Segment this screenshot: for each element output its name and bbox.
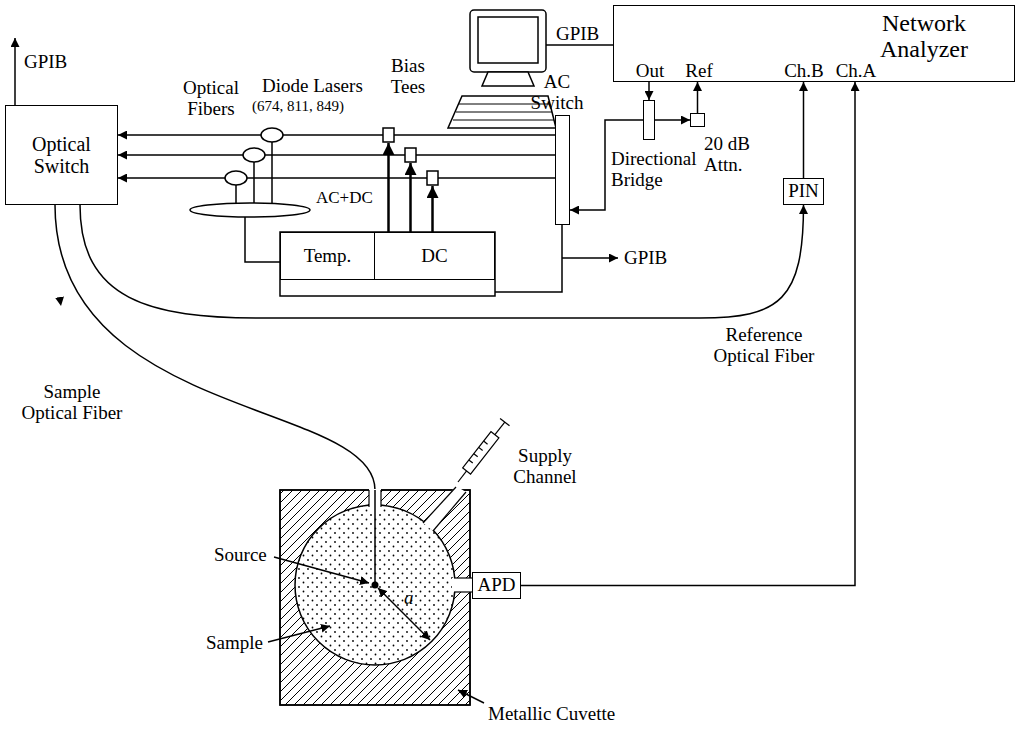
signal-line — [697, 82, 699, 113]
controller-housing — [280, 232, 495, 296]
annotation-label: GPIB — [624, 248, 667, 269]
signal-line — [655, 119, 690, 121]
optical-switch: Optical Switch — [5, 105, 118, 205]
attenuator: 20 dB Attn. — [690, 113, 705, 127]
reference-fiber — [80, 205, 804, 318]
annotation-label: GPIB — [556, 24, 599, 45]
control-wire — [495, 225, 562, 292]
sample-fiber-arrow — [60, 300, 61, 306]
node-text: PIN — [788, 181, 819, 202]
annotation-label: Diode Lasers — [262, 76, 363, 97]
gpib-arrow — [14, 38, 16, 105]
node-text: Out — [636, 61, 665, 82]
apd-detector: APD — [472, 572, 521, 599]
leader-line — [458, 690, 484, 703]
node-text: APD — [477, 575, 515, 596]
annotation-label: Metallic Cuvette — [488, 704, 615, 725]
node-text: AC Switch — [526, 72, 588, 114]
annotation-label: a — [404, 588, 414, 609]
signal-line — [648, 82, 650, 100]
signal-line — [118, 134, 555, 136]
annotation-label: Source — [214, 545, 267, 566]
node-text: Ch.B — [784, 61, 824, 82]
gpib-cable — [546, 44, 613, 46]
dc-bias-arrows — [389, 143, 433, 232]
ac-switch: AC Switch — [555, 115, 570, 225]
pin-detector: PIN — [783, 178, 824, 205]
annotation-label: Sample — [206, 633, 263, 654]
leader-line — [274, 557, 369, 583]
node-text: Temp. — [304, 246, 352, 267]
dc-supply: DC — [374, 232, 495, 280]
gpib-arrow — [562, 257, 618, 259]
directional-bridge: Directional Bridge — [643, 100, 655, 140]
annotation-label: Supply Channel — [502, 446, 588, 488]
annotation-label: Reference Optical Fiber — [704, 325, 824, 367]
signal-line — [521, 82, 855, 586]
signal-line — [803, 82, 805, 178]
annotation-label: AC+DC — [316, 189, 373, 208]
annotation-label: (674, 811, 849) — [252, 98, 344, 115]
annotation-label: GPIB — [24, 52, 67, 73]
annotation-label: Optical Fibers — [176, 78, 246, 120]
node-text: Directional Bridge — [611, 149, 701, 191]
signal-line — [118, 177, 555, 179]
temperature-controller: Temp. — [280, 232, 375, 280]
node-text: DC — [421, 246, 447, 267]
metallic-cuvette — [280, 486, 472, 705]
annotation-label: Bias Tees — [382, 56, 434, 98]
sample-fiber — [55, 205, 375, 490]
leader-line — [268, 626, 330, 642]
node-text: Optical Switch — [6, 133, 117, 177]
signal-line — [118, 154, 555, 156]
node-text: 20 dB Attn. — [704, 134, 766, 176]
node-text: Ref — [685, 61, 712, 82]
annotation-label: Sample Optical Fiber — [18, 382, 126, 424]
syringe — [453, 418, 509, 485]
network-analyzer: Network AnalyzerOut Ref Ch.B Ch.A — [613, 5, 1015, 82]
node-text: Ch.A — [836, 61, 877, 82]
node-text: Network Analyzer — [839, 10, 1009, 63]
